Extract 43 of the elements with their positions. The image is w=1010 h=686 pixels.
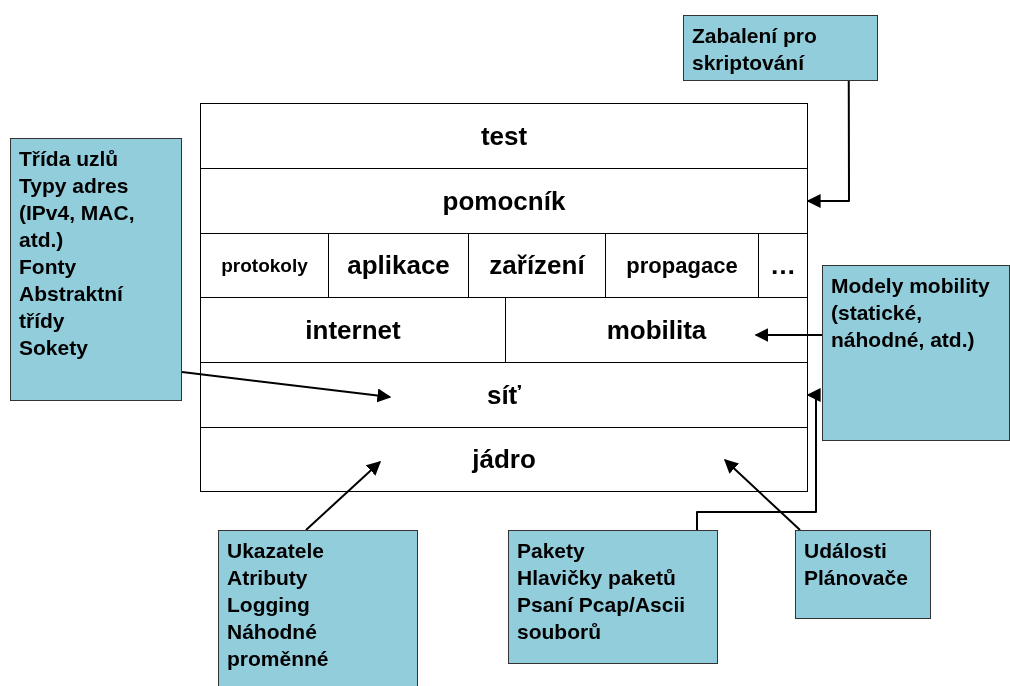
callout-text: Modely mobility (statické, náhodné, atd.) (831, 273, 991, 353)
layer-label: test (480, 120, 528, 152)
callout-text: Psaní Pcap/Ascii souborů (517, 592, 687, 645)
arrow (696, 388, 821, 531)
arrow (724, 459, 802, 531)
layer-label: pomocník (442, 185, 566, 217)
layer-label: propagace (626, 252, 738, 279)
callout-text: Ukazatele (227, 538, 325, 564)
callout-box (10, 138, 182, 401)
layer-box (200, 427, 808, 492)
arrow (305, 460, 381, 531)
callout-box (795, 530, 931, 619)
callout-text: Hlavičky paketů (517, 565, 677, 591)
arrow (181, 371, 392, 403)
callout-text: Typy adres (IPv4, MAC, atd.) (19, 173, 136, 253)
layer-box (200, 168, 808, 234)
callout-text: Fonty (19, 254, 78, 280)
callout-box (508, 530, 718, 664)
callout-text: Logging (227, 592, 311, 618)
arrow (806, 80, 850, 208)
layer-label: internet (305, 314, 401, 346)
layer-label: aplikace (347, 250, 450, 281)
callout-text: Sokety (19, 335, 89, 361)
layer-label: jádro (472, 444, 536, 475)
callout-text: Pakety (517, 538, 586, 564)
layer-label: zařízení (489, 250, 585, 281)
layer-box (200, 362, 808, 428)
callout-text: Atributy (227, 565, 309, 591)
callout-box (218, 530, 418, 686)
layer-box (200, 103, 808, 169)
layer-label: … (770, 250, 796, 281)
callout-text: Náhodné proměnné (227, 619, 330, 672)
callout-text: Plánovače (804, 565, 909, 591)
callout-box (683, 15, 878, 81)
callout-text: Třída uzlů (19, 146, 120, 172)
layer-label: mobilita (606, 314, 707, 346)
callout-text: Abstraktní třídy (19, 281, 125, 334)
layer-label: síť (486, 379, 522, 411)
layer-label: protokoly (221, 254, 308, 277)
callout-box (822, 265, 1010, 441)
arrow (754, 328, 823, 342)
callout-text: Události (804, 538, 888, 564)
callout-text: Zabalení pro skriptování (692, 23, 818, 76)
